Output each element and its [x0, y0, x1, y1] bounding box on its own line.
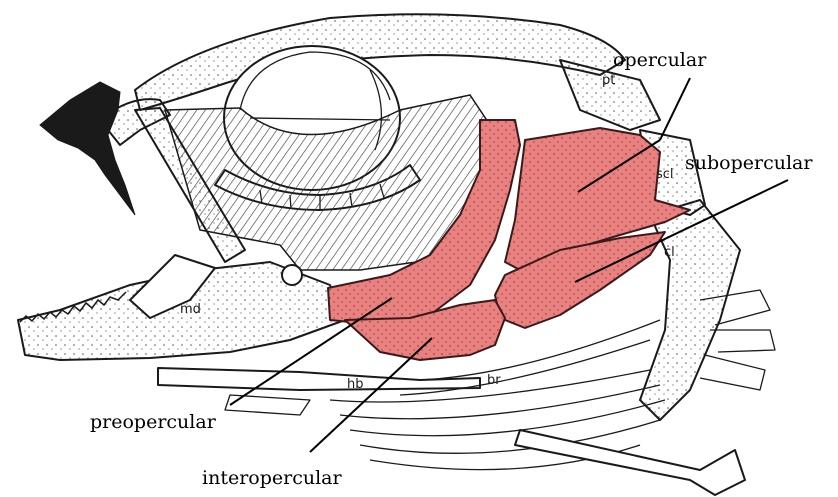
label-pt: pt	[602, 73, 615, 88]
label-preopercular: preopercular	[90, 411, 217, 433]
quadrate-condyle	[282, 265, 302, 285]
urohyal	[515, 430, 745, 495]
label-md: md	[180, 302, 201, 317]
label-br: br	[487, 373, 501, 388]
upper-teeth	[40, 82, 135, 215]
label-opercular: opercular	[613, 49, 707, 71]
leader-opercular	[660, 78, 690, 140]
label-scl: scl	[656, 167, 674, 182]
label-hb: hb	[347, 377, 364, 392]
label-cl: cl	[664, 245, 675, 260]
label-interopercular: interopercular	[202, 467, 342, 489]
label-subopercular: subopercular	[685, 152, 813, 174]
